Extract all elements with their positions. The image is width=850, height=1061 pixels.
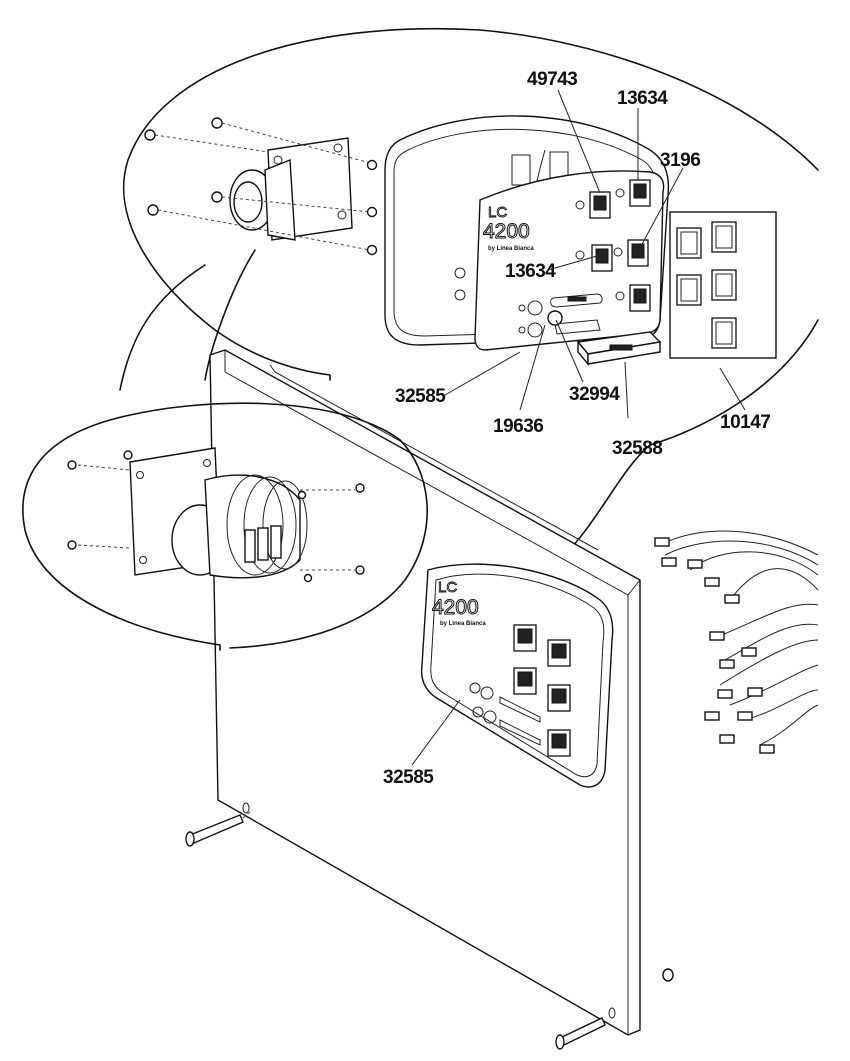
callout-32585-top: 32585 (395, 386, 446, 407)
callout-3196: 3196 (660, 150, 700, 171)
callout-49743: 49743 (527, 69, 577, 90)
top-panel-brand: LC (488, 204, 507, 221)
slider-knob (576, 331, 662, 366)
callout-32585-bottom: 32585 (383, 767, 434, 788)
top-panel-switches (575, 179, 651, 312)
callout-13634-mid: 13634 (505, 261, 556, 282)
top-detail-bubble (123, 27, 819, 381)
top-panel-maker: by Linea Bianca (488, 246, 534, 252)
door-panel: LC 4200 by Linea Bianca (22, 349, 674, 1050)
callout-13634-top: 13634 (617, 88, 668, 109)
top-panel-model: 4200 (483, 220, 530, 243)
top-control-panel: LC 4200 by Linea Bianca (384, 115, 670, 351)
callout-10147: 10147 (720, 412, 770, 433)
bottom-panel-model: 4200 (432, 596, 479, 619)
leader-lines (411, 89, 746, 766)
top-timer-assembly (144, 117, 378, 256)
bottom-panel-maker: by Linea Bianca (440, 621, 486, 627)
callout-32994: 32994 (569, 384, 620, 405)
callout-32588: 32588 (612, 438, 662, 459)
bottom-panel-brand: LC (438, 579, 457, 596)
callout-labels: 49743 13634 3196 13634 32585 32994 19636… (383, 69, 771, 788)
wiring-harness (654, 530, 819, 754)
bubble-tail (119, 264, 206, 391)
switch-set-box (669, 211, 777, 359)
bottom-detail-bubble (22, 402, 401, 651)
callout-19636: 19636 (493, 416, 543, 437)
